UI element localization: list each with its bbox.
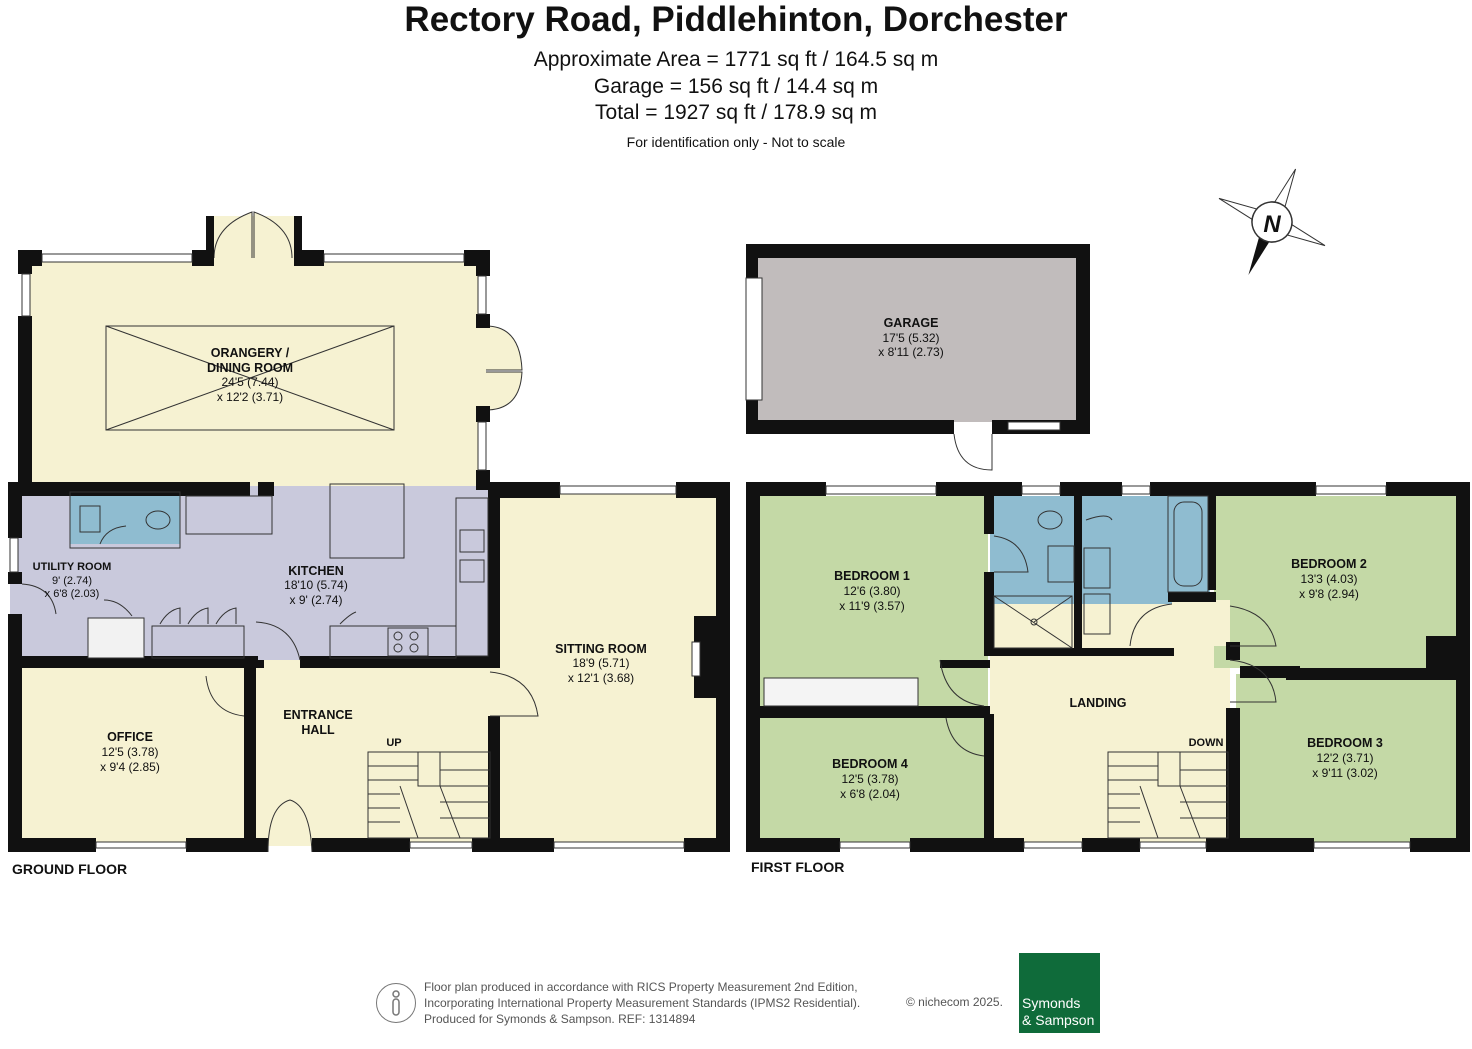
office-name: OFFICE — [107, 730, 153, 744]
ipms-person-icon — [376, 983, 416, 1023]
office-room — [10, 660, 256, 846]
garage-dim-2: x 8'11 (2.73) — [878, 345, 943, 359]
bedroom-3-name: BEDROOM 3 — [1307, 736, 1383, 750]
bedroom-1-dim-2: x 11'9 (3.57) — [839, 599, 904, 613]
bedroom-2-room — [1214, 496, 1460, 668]
first-floor-label: FIRST FLOOR — [751, 859, 845, 875]
orangery-name-2: DINING ROOM — [207, 361, 293, 375]
bedroom-4-dim-2: x 6'8 (2.04) — [840, 787, 900, 801]
compass-north-label: N — [1263, 211, 1281, 238]
copyright-notice: © nichecom 2025. — [906, 995, 1003, 1009]
bedroom-1-dim-1: 12'6 (3.80) — [844, 584, 901, 598]
office-dim-2: x 9'4 (2.85) — [100, 760, 160, 774]
garage-plan — [745, 244, 1090, 471]
bedroom-1-name: BEDROOM 1 — [834, 569, 910, 583]
orangery-name-1: ORANGERY / — [211, 346, 290, 360]
entrance-name-1: ENTRANCE — [283, 708, 352, 722]
orangery-dim-1: 24'5 (7.44) — [222, 375, 279, 389]
utility-dim-2: x 6'8 (2.03) — [45, 588, 100, 600]
logo-line-1: Symonds — [1022, 995, 1081, 1011]
kitchen-dim-1: 18'10 (5.74) — [284, 578, 348, 592]
stairs-up-label: UP — [386, 737, 401, 749]
orangery-dim-2: x 12'2 (3.71) — [217, 390, 283, 404]
approximate-area: Approximate Area = 1771 sq ft / 164.5 sq… — [533, 48, 939, 71]
page-title: Rectory Road, Piddlehinton, Dorchester — [404, 0, 1068, 39]
garage-room — [756, 258, 1078, 422]
sitting-name: SITTING ROOM — [555, 642, 647, 656]
scale-note: For identification only - Not to scale — [626, 134, 846, 150]
bedroom-4-room — [760, 718, 988, 842]
bedroom-1-room — [760, 496, 988, 710]
utility-name: UTILITY ROOM — [33, 561, 112, 573]
garage-dim-1: 17'5 (5.32) — [883, 331, 940, 345]
ground-floor-label: GROUND FLOOR — [12, 861, 128, 877]
footnote-line-2: Incorporating International Property Mea… — [424, 996, 861, 1010]
ground-floor-plan — [8, 211, 730, 853]
kitchen-name: KITCHEN — [288, 564, 344, 578]
bedroom-4-dim-1: 12'5 (3.78) — [842, 772, 899, 786]
bedroom-2-name: BEDROOM 2 — [1291, 557, 1367, 571]
orangery-room — [22, 258, 486, 486]
sitting-room — [490, 486, 728, 846]
stairs-down-label: DOWN — [1189, 737, 1224, 749]
total-area: Total = 1927 sq ft / 178.9 sq m — [595, 101, 877, 124]
measurement-footnote: Floor plan produced in accordance with R… — [424, 979, 860, 1027]
office-dim-1: 12'5 (3.78) — [102, 745, 159, 759]
bedroom-2-dim-1: 13'3 (4.03) — [1301, 572, 1358, 586]
bedroom-4-name: BEDROOM 4 — [832, 757, 908, 771]
kitchen-dim-2: x 9' (2.74) — [290, 593, 343, 607]
utility-dim-1: 9' (2.74) — [52, 575, 92, 587]
footnote-line-1: Floor plan produced in accordance with R… — [424, 980, 858, 994]
entrance-name-2: HALL — [301, 723, 335, 737]
sitting-dim-1: 18'9 (5.71) — [573, 656, 630, 670]
footnote-line-3: Produced for Symonds & Sampson. REF: 131… — [424, 1012, 696, 1026]
logo-line-2: & Sampson — [1022, 1012, 1095, 1028]
sitting-dim-2: x 12'1 (3.68) — [568, 671, 634, 685]
agent-logo: Symonds & Sampson — [1019, 953, 1100, 1033]
garage-area: Garage = 156 sq ft / 14.4 sq m — [593, 75, 879, 98]
garage-name: GARAGE — [884, 316, 939, 330]
landing-name: LANDING — [1070, 696, 1127, 710]
bedroom-2-dim-2: x 9'8 (2.94) — [1299, 587, 1359, 601]
north-arrow-compass-icon — [1218, 168, 1326, 275]
bedroom-3-dim-1: 12'2 (3.71) — [1317, 751, 1374, 765]
first-floor-plan — [746, 482, 1470, 852]
bedroom-3-dim-2: x 9'11 (3.02) — [1312, 766, 1377, 780]
cloakroom-wc — [70, 492, 180, 544]
